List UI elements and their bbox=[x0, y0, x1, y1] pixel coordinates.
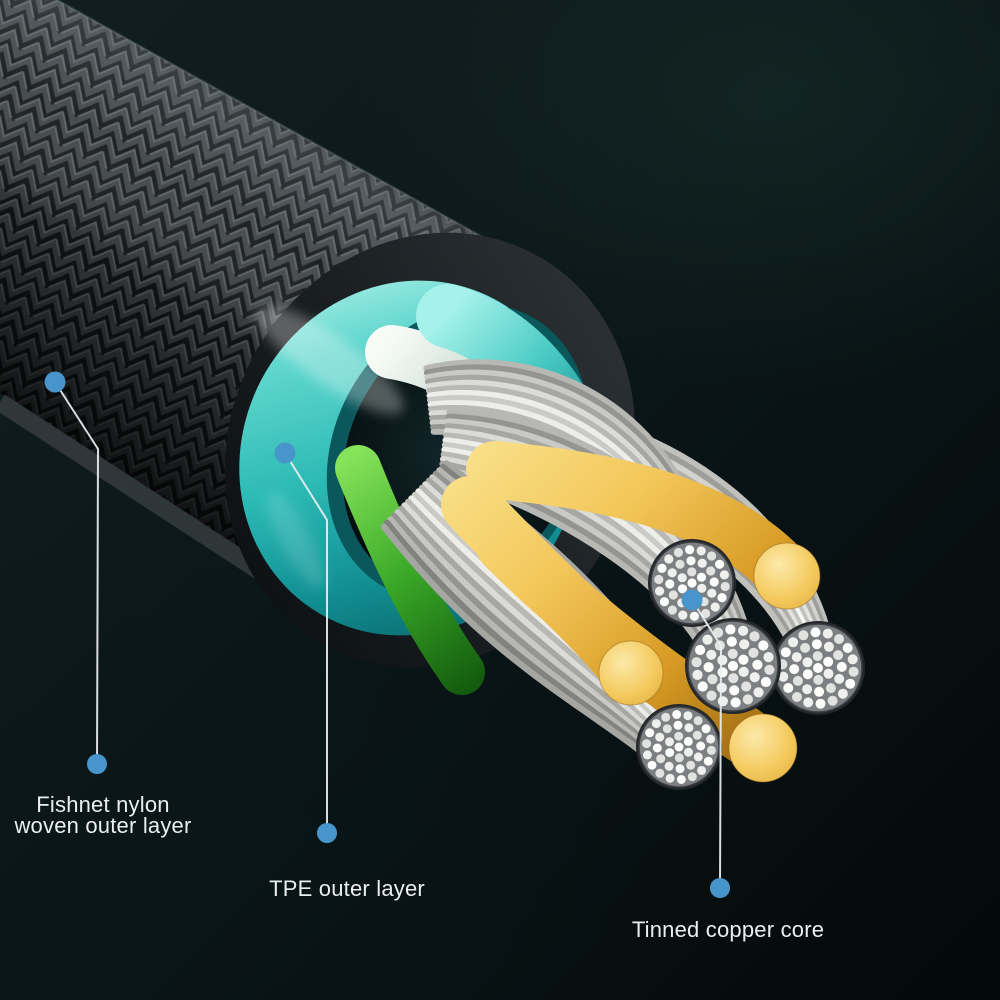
tinned-copper-strand-cross-section bbox=[648, 539, 736, 627]
strand bbox=[391, 512, 669, 763]
strand bbox=[394, 509, 671, 761]
tinned-copper-strand-cross-section bbox=[636, 704, 722, 790]
strand bbox=[387, 516, 666, 765]
green-wire bbox=[335, 445, 485, 695]
tpe-label-line1: TPE outer layer bbox=[269, 876, 425, 901]
fishnet-leader-line bbox=[54, 381, 99, 765]
strand bbox=[384, 519, 664, 767]
copper-core-cross-section bbox=[753, 542, 821, 610]
tpe-anchor-dot bbox=[274, 442, 296, 464]
braid-top-edge-highlight bbox=[56, 0, 521, 260]
copper-label-line1: Tinned copper core bbox=[631, 917, 825, 942]
tpe-leader-line bbox=[284, 452, 328, 834]
copper-anchor-dot bbox=[681, 589, 703, 611]
copper-core-cross-section bbox=[598, 640, 664, 706]
fishnet-label-line2: woven outer layer bbox=[14, 813, 192, 838]
strand bbox=[380, 523, 662, 769]
copper-label: Tinned copper core bbox=[622, 917, 834, 942]
tpe-highlight-lower bbox=[266, 490, 326, 590]
copper-core-cross-section bbox=[728, 713, 798, 783]
strand bbox=[404, 498, 678, 755]
copper-label-dot bbox=[710, 878, 730, 898]
copper-core-wire bbox=[466, 441, 816, 605]
callout-annotations bbox=[44, 371, 730, 898]
tpe-label: TPE outer layer bbox=[262, 876, 432, 901]
fishnet-anchor-dot bbox=[44, 371, 66, 393]
copper-leader-line bbox=[691, 599, 722, 889]
tpe-label-dot bbox=[317, 823, 337, 843]
fishnet-label-line1: Fishnet nylon bbox=[36, 792, 170, 817]
fishnet-label-dot bbox=[87, 754, 107, 774]
tpe-highlight bbox=[256, 305, 404, 415]
fishnet-label: Fishnet nylon woven outer layer bbox=[10, 792, 196, 838]
tinned-copper-strand-cross-section bbox=[771, 621, 865, 715]
strand bbox=[397, 505, 673, 759]
strand bbox=[401, 502, 676, 757]
strand bbox=[408, 495, 680, 753]
wire-cross-sections bbox=[598, 539, 865, 790]
tinned-copper-strand-cross-section bbox=[685, 618, 781, 714]
